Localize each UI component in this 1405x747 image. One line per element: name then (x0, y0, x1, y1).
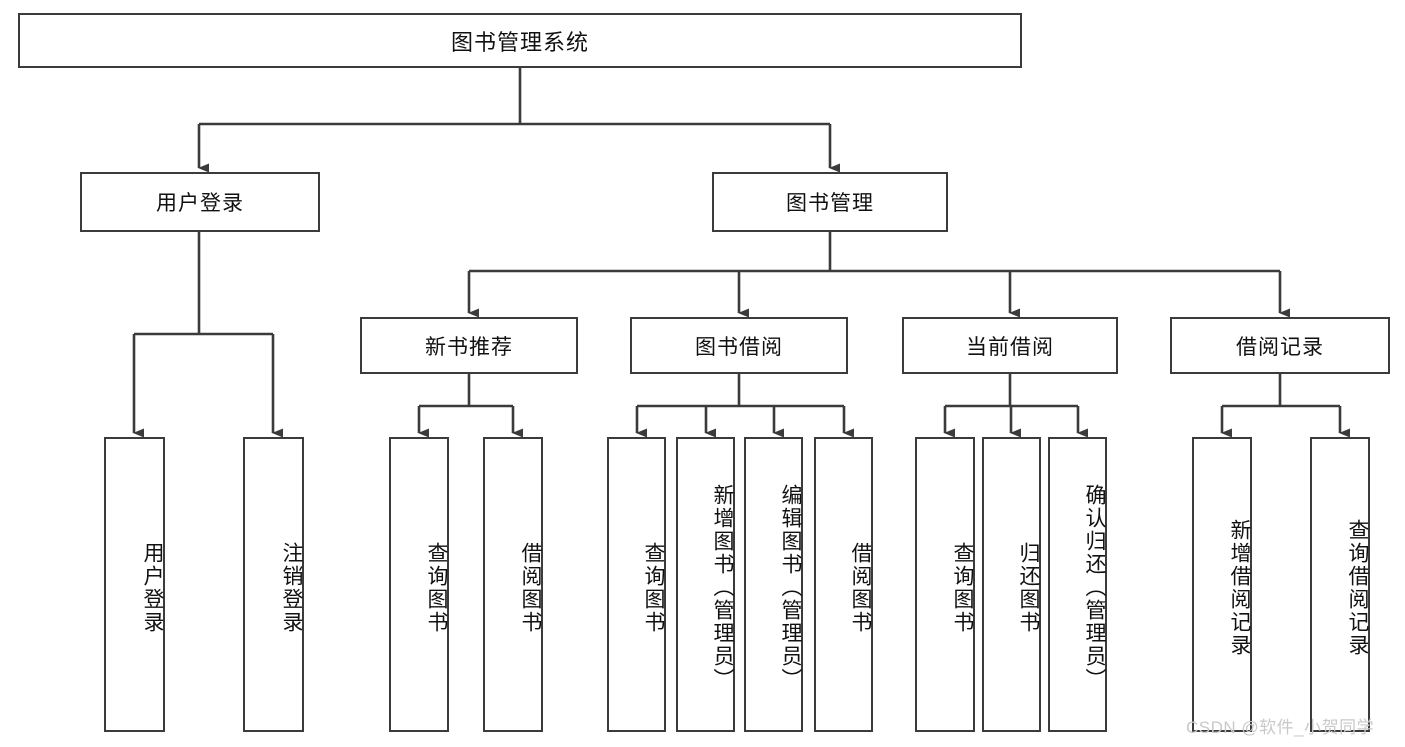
node-new-book-recommend-label: 新书推荐 (425, 335, 513, 359)
leaf-label: 注销登录 (280, 541, 303, 634)
leaf-current-borrow-confirm[interactable]: 确认归还（管理员） (1048, 437, 1107, 732)
leaf-current-borrow-query[interactable]: 查询图书 (915, 437, 975, 732)
leaf-borrow-record-query[interactable]: 查询借阅记录 (1310, 437, 1370, 732)
node-current-borrow-label: 当前借阅 (966, 335, 1054, 359)
leaf-new-book-borrow[interactable]: 借阅图书 (483, 437, 543, 732)
leaf-label: 新增图书（管理员） (711, 484, 734, 691)
leaf-book-borrow-borrow[interactable]: 借阅图书 (814, 437, 873, 732)
node-book-borrow[interactable]: 图书借阅 (630, 317, 848, 374)
leaf-new-book-query[interactable]: 查询图书 (389, 437, 449, 732)
leaf-current-borrow-return[interactable]: 归还图书 (982, 437, 1041, 732)
leaf-label: 查询图书 (642, 541, 665, 634)
leaf-user-login-logout[interactable]: 注销登录 (243, 437, 304, 732)
leaf-borrow-record-add[interactable]: 新增借阅记录 (1192, 437, 1252, 732)
leaf-book-borrow-query[interactable]: 查询图书 (607, 437, 666, 732)
leaf-label: 编辑图书（管理员） (779, 484, 802, 691)
leaf-label: 查询借阅记录 (1346, 518, 1369, 657)
node-current-borrow[interactable]: 当前借阅 (902, 317, 1118, 374)
leaf-label: 借阅图书 (849, 541, 872, 634)
node-borrow-record-label: 借阅记录 (1236, 335, 1324, 359)
leaf-user-login-login[interactable]: 用户登录 (104, 437, 165, 732)
node-root-label: 图书管理系统 (450, 29, 589, 55)
leaf-label: 新增借阅记录 (1228, 518, 1251, 657)
leaf-label: 查询图书 (425, 541, 448, 634)
leaf-label: 借阅图书 (519, 541, 542, 634)
leaf-label: 确认归还（管理员） (1083, 484, 1106, 691)
node-new-book-recommend[interactable]: 新书推荐 (360, 317, 578, 374)
node-root[interactable]: 图书管理系统 (18, 13, 1022, 68)
node-user-login-label: 用户登录 (156, 192, 244, 215)
node-borrow-record[interactable]: 借阅记录 (1170, 317, 1390, 374)
leaf-book-borrow-add[interactable]: 新增图书（管理员） (676, 437, 735, 732)
leaf-label: 归还图书 (1017, 541, 1040, 634)
leaf-book-borrow-edit[interactable]: 编辑图书（管理员） (744, 437, 803, 732)
leaf-label: 用户登录 (141, 541, 164, 634)
node-book-manage-label: 图书管理 (786, 192, 874, 215)
node-book-borrow-label: 图书借阅 (695, 335, 783, 359)
node-user-login[interactable]: 用户登录 (80, 172, 320, 232)
leaf-label: 查询图书 (951, 541, 974, 634)
node-book-manage[interactable]: 图书管理 (712, 172, 948, 232)
